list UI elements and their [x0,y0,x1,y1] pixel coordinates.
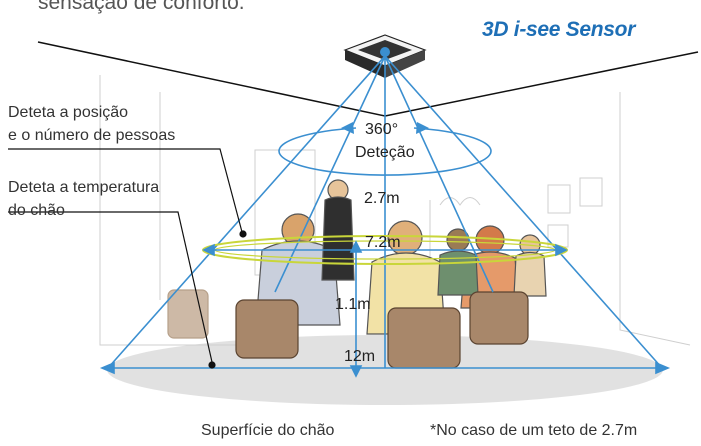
position-label-line2: e o número de pessoas [8,127,176,144]
floor-surface-caption: Superfície do chão [201,422,335,439]
detection-360-ring [278,122,492,176]
label-leader-lines [8,148,247,369]
partial-title: sensação de conforto. [38,0,245,14]
mid-diameter-label: 7.2m [365,234,401,251]
ceiling-cassette-unit [343,34,427,78]
detection-word-label: Deteção [355,144,415,161]
floor-diameter-label: 12m [344,348,376,365]
floor-diameter-arrow [99,361,671,375]
ceiling-line-right [384,51,699,117]
ceiling-line-left [37,41,386,117]
person-height-arrow [349,240,363,378]
detection-cone [107,55,663,369]
detection-angle-label: 360° [365,121,399,138]
ceiling-note: *No caso de um teto de 2.7m [430,422,638,439]
position-label-line1: Deteta a posição [8,104,129,121]
brand-logo-text: 3D i-see Sensor [482,18,636,41]
ceiling-height-label: 2.7m [364,190,400,207]
temperature-label-line1: Deteta a temperatura [8,179,160,196]
person-height-label: 1.1m [335,296,371,313]
mid-diameter-arrow [202,243,568,257]
temperature-label-line2: do chão [8,202,65,219]
